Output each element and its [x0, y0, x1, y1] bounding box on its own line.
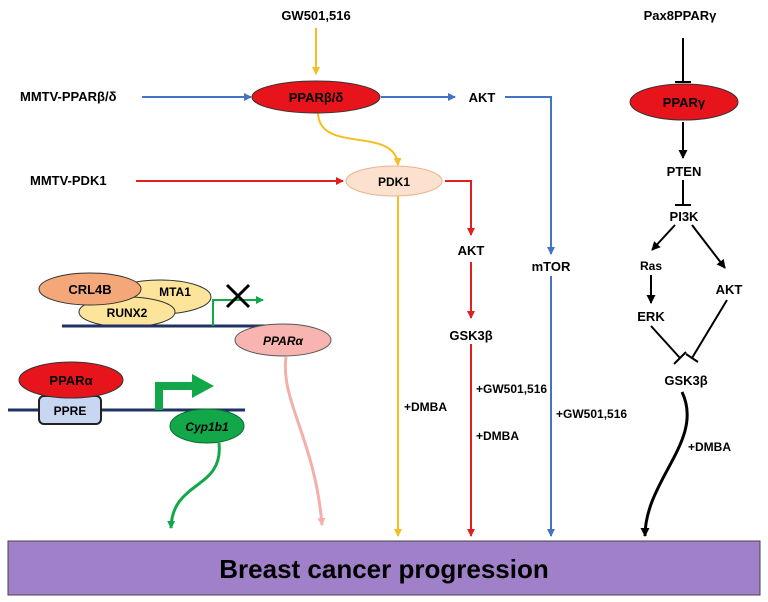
ppar-bd-node [251, 80, 381, 114]
tss-arrow-upper [212, 296, 264, 326]
banner-box [7, 540, 761, 596]
dmba-red-label: +DMBA [476, 429, 519, 443]
gsk3b-right-label: GSK3β [664, 373, 707, 388]
mmtv-ppar-bd-label: MMTV-PPARβ/δ [20, 89, 117, 104]
runx2-label: RUNX2 [107, 306, 148, 320]
arrow-pi3k-to-akt [691, 224, 726, 269]
pax8-ppar-gamma-label: Pax8PPARγ [644, 8, 718, 23]
gw-blue-label: +GW501,516 [556, 407, 627, 421]
ppar-alpha-label: PPARα [49, 373, 92, 388]
ppar-alpha-gene-node [234, 323, 332, 357]
ppar-alpha-gene-label: PPARα [263, 334, 303, 348]
mtor-label: mTOR [532, 259, 571, 274]
tss-arrow-lower-head [192, 374, 214, 398]
banner-label: Breast cancer progression [219, 554, 548, 584]
gsk3b-mid-label: GSK3β [449, 328, 492, 343]
arrow-gsk3b-to-cancer-black [640, 391, 689, 537]
mmtv-pdk1-label: MMTV-PDK1 [30, 173, 107, 188]
ppar-gamma-label: PPARγ [663, 95, 706, 110]
gw-red-label: +GW501,516 [476, 382, 547, 396]
dmba-yellow-label: +DMBA [404, 400, 447, 414]
pi3k-label: PI3K [670, 209, 700, 224]
dmba-black-label: +DMBA [688, 440, 731, 454]
crl4b-node [38, 272, 142, 306]
cyp1b1-label: Cyp1b1 [185, 420, 229, 434]
ppar-gamma-node [629, 83, 739, 121]
ppre-label: PPRE [54, 404, 87, 418]
tss-arrow-lower-stem [155, 382, 194, 410]
pdk1-label: PDK1 [378, 175, 410, 189]
inhibit-erk-to-gsk3b [650, 325, 681, 359]
gw501516-label: GW501,516 [281, 8, 350, 23]
pten-label: PTEN [667, 164, 702, 179]
arrow-akt-to-mtor [505, 96, 555, 255]
inhibit-bar-erk [673, 351, 687, 365]
akt-mid-label: AKT [458, 243, 485, 258]
akt-top-label: AKT [469, 90, 496, 105]
ppar-alpha-node [18, 361, 124, 399]
arrow-pi3k-to-ras [651, 224, 676, 251]
ras-label: Ras [640, 259, 662, 273]
arrow-pdk1-to-akt [445, 180, 475, 236]
akt-right-label: AKT [716, 282, 743, 297]
cyp1b1-node [169, 408, 245, 444]
arrow-ppar-bd-to-pdk1 [317, 111, 402, 166]
erk-label: ERK [637, 309, 665, 324]
crl4b-label: CRL4B [68, 282, 111, 297]
ppar-bd-label: PPARβ/δ [289, 90, 344, 105]
cross-mark-line-2 [225, 283, 251, 309]
pdk1-node [345, 165, 443, 197]
mta1-label: MTA1 [159, 285, 191, 299]
inhibit-akt-to-gsk3b [691, 299, 728, 359]
inhibit-bar-akt [685, 353, 699, 363]
arrow-cyp1b1-to-cancer [167, 442, 221, 529]
arrow-ppar-alpha-to-cancer [283, 356, 326, 526]
